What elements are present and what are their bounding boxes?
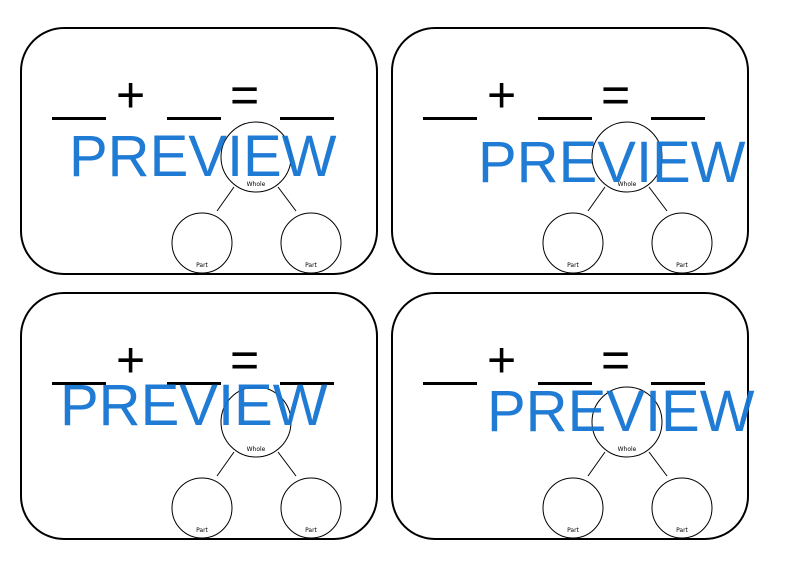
- plus-sign: +: [487, 332, 517, 388]
- whole-label: Whole: [247, 446, 266, 453]
- part-whole-diagram: Whole Part Part: [171, 386, 342, 539]
- part-circle-left: [171, 477, 233, 539]
- part-right-label: Part: [305, 262, 317, 269]
- task-card-4: + = Whole Part Part PREVIEW: [391, 292, 755, 540]
- part-right-label: Part: [305, 527, 317, 534]
- sum-blank: [651, 382, 705, 385]
- part-right-label: Part: [676, 527, 688, 534]
- whole-label: Whole: [618, 181, 637, 188]
- equals-sign: =: [230, 332, 260, 388]
- addition-equation: + =: [423, 332, 723, 392]
- whole-circle: [591, 386, 663, 458]
- task-card-1: + = Whole Part Part PREVIEW: [20, 27, 378, 275]
- connector-left: [216, 451, 235, 477]
- equals-sign: =: [601, 67, 631, 123]
- connector-right: [648, 186, 668, 212]
- preview-watermark: PREVIEW: [69, 124, 337, 189]
- addend-blank-2: [167, 117, 221, 120]
- part-left-label: Part: [196, 262, 208, 269]
- addition-equation: + =: [52, 67, 352, 127]
- preview-watermark: PREVIEW: [478, 130, 746, 195]
- addition-equation: + =: [423, 67, 723, 127]
- equals-sign: =: [230, 67, 260, 123]
- part-circle-right: [280, 477, 342, 539]
- whole-label: Whole: [618, 446, 637, 453]
- part-circle-right: [651, 477, 713, 539]
- part-whole-diagram: Whole Part Part: [542, 386, 713, 539]
- sum-blank: [280, 382, 334, 385]
- addend-blank-2: [167, 382, 221, 385]
- connector-left: [587, 186, 606, 212]
- part-right-label: Part: [676, 262, 688, 269]
- part-circle-right: [651, 212, 713, 274]
- part-left-label: Part: [567, 527, 579, 534]
- sum-blank: [280, 117, 334, 120]
- plus-sign: +: [116, 332, 146, 388]
- connector-right: [277, 186, 297, 212]
- connector-left: [587, 451, 606, 477]
- connector-right: [277, 451, 297, 477]
- plus-sign: +: [487, 67, 517, 123]
- task-card-3: + = Whole Part Part PREVIEW: [20, 292, 378, 540]
- whole-circle: [591, 121, 663, 193]
- addend-blank-2: [538, 382, 592, 385]
- whole-label: Whole: [247, 181, 266, 188]
- task-card-2: + = Whole Part Part PREVIEW: [391, 27, 749, 275]
- addition-equation: + =: [52, 332, 352, 392]
- part-circle-left: [171, 212, 233, 274]
- addend-blank-1: [52, 117, 106, 120]
- addend-blank-2: [538, 117, 592, 120]
- equals-sign: =: [601, 332, 631, 388]
- addend-blank-1: [52, 382, 106, 385]
- whole-circle: [220, 121, 292, 193]
- part-circle-right: [280, 212, 342, 274]
- connector-left: [216, 186, 235, 212]
- sum-blank: [651, 117, 705, 120]
- addend-blank-1: [423, 117, 477, 120]
- whole-circle: [220, 386, 292, 458]
- addend-blank-1: [423, 382, 477, 385]
- part-left-label: Part: [196, 527, 208, 534]
- part-left-label: Part: [567, 262, 579, 269]
- part-whole-diagram: Whole Part Part: [542, 121, 713, 274]
- connector-right: [648, 451, 668, 477]
- preview-watermark: PREVIEW: [487, 379, 755, 444]
- part-circle-left: [542, 212, 604, 274]
- preview-watermark: PREVIEW: [60, 373, 328, 438]
- plus-sign: +: [116, 67, 146, 123]
- part-whole-diagram: Whole Part Part: [171, 121, 342, 274]
- part-circle-left: [542, 477, 604, 539]
